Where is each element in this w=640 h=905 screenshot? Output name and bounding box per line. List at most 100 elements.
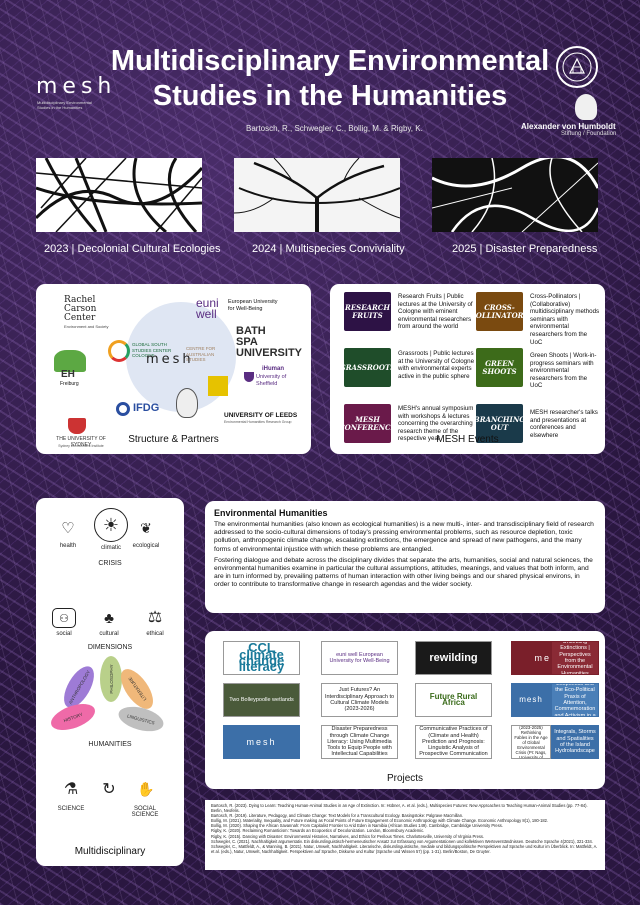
reference-6: Schwegler, C. (2021). Nachhaltigkeit arg… <box>211 838 593 844</box>
ifdg-logo-icon <box>116 402 130 416</box>
event-image-branching-out: BRANCHING OUT <box>474 404 525 443</box>
event-image-research-fruits: RESEARCH FRUITS <box>344 292 391 331</box>
project-disaster-preparedness: Disaster Preparedness through Climate Ch… <box>321 725 398 759</box>
tree-icon <box>54 350 86 372</box>
label-cultural: cultural <box>99 631 119 637</box>
sheffield-top: iHuman <box>262 366 285 372</box>
project-just-futures: Just Futures? An Interdisciplinary Appro… <box>321 683 398 717</box>
leeds-logo-sub: Environmental Humanities Research Group <box>224 420 292 424</box>
project-unsettling-extinctions: Unsettling Extinctions | Perspectives fr… <box>551 641 599 675</box>
structure-partners-panel: Rachel Carson Center Environment and Soc… <box>36 284 311 454</box>
project-wetlands: Two Bolleypoolle wetlands <box>223 683 300 717</box>
triangle-logo-icon <box>208 376 228 396</box>
photo-decolonial <box>36 158 202 232</box>
project-communicative-practices: Communicative Practices of (Climate and … <box>415 725 492 759</box>
year-caption-2024: 2024 | Multispecies Conviviality <box>252 243 405 255</box>
env-title: Environmental Humanities <box>214 508 328 518</box>
dimensions-header: DIMENSIONS <box>87 644 133 651</box>
multidisciplinary-panel: ♡ health ☀ climatic ❦ ecological CRISIS … <box>36 498 184 866</box>
leaf-icon: ❦ <box>140 519 152 536</box>
projects-panel: CCL climate change literacy euni well Eu… <box>205 631 605 789</box>
humboldt-logo-sub: Stiftung / Foundation <box>561 131 617 137</box>
photo-multispecies <box>234 158 400 232</box>
references-box: Bartosch, R. (2023). Dying to Learn: Tea… <box>205 800 605 870</box>
petal-linguistics: LINGUISTICS <box>115 702 167 736</box>
project-mesh-2: mesh <box>511 683 551 717</box>
photo-disaster <box>432 158 598 232</box>
label-science: SCIENCE <box>57 806 85 812</box>
reference-5: Rigby, K. (2015). Dancing with Disaster:… <box>211 833 485 839</box>
label-climatic: climatic <box>100 545 121 551</box>
env-paragraph-2: Fostering dialogue and debate across the… <box>214 556 593 589</box>
mesh-events-title: MESH Events <box>436 434 499 445</box>
event-text-green-shoots: Green Shoots | Work-in-progress seminars… <box>530 352 597 390</box>
project-euniwell: euni well European University for Well-B… <box>321 641 398 675</box>
gssc-logo: GLOBAL SOUTH STUDIES CENTER COLOGNE <box>132 342 172 358</box>
project-ahrc-network: AHRC Network (2023-2025) Rethinking Fabl… <box>511 725 551 759</box>
environmental-humanities-panel: Environmental Humanities The environment… <box>205 501 605 613</box>
project-mesh-3: mesh <box>223 725 300 759</box>
cultural-icon: ♣ <box>104 609 114 627</box>
project-ccl: CCL climate change literacy <box>223 641 300 675</box>
event-text-cross-pollinators: Cross-Pollinators | (Collaborative) mult… <box>530 293 600 346</box>
bathspa-logo: BATH SPA UNIVERSITY <box>236 325 303 359</box>
event-image-cross-pollinators: CROSS-POLLINATORS <box>470 292 529 331</box>
poster-title: Multidisciplinary Environmental Studies … <box>110 45 550 112</box>
mesh-partner-logo: mesh <box>146 352 194 367</box>
env-paragraph-1: The environmental humanities (also known… <box>214 521 594 553</box>
flask-icon: ⚗ <box>63 781 79 798</box>
event-image-grassroots: GRASSROOTS <box>340 348 395 387</box>
reference-4: Rigby, K. (2020). Reclaiming Romanticism… <box>211 828 425 834</box>
humanities-header: HUMANITIES <box>88 741 132 748</box>
australian-studies-logo: CENTRE FOR AUSTRALIAN STUDIES <box>186 346 216 362</box>
eh-logo: EH <box>61 369 75 380</box>
sydney-crest-icon <box>68 418 86 434</box>
climatic-icon: ☀ <box>94 508 128 542</box>
event-text-conference: MESH's annual symposium with workshops &… <box>398 405 474 443</box>
year-caption-2023: 2023 | Decolonial Cultural Ecologies <box>44 243 221 255</box>
cycle-icon: ↻ <box>102 781 116 798</box>
event-text-research-fruits: Research Fruits | Public lectures at the… <box>398 293 473 331</box>
carson-sub: Environment and Society <box>64 324 109 329</box>
event-text-grassroots: Grassroots | Public lectures at the Univ… <box>398 350 475 380</box>
leeds-logo: UNIVERSITY OF LEEDS <box>224 412 298 419</box>
project-future-rural-africa: Future Rural Africa <box>415 683 492 717</box>
carson-logo: Rachel Carson Center <box>64 295 97 323</box>
euniwell-logo: euni well <box>196 296 219 321</box>
sydney-logo-sub: Sydney Environment Institute <box>58 444 104 448</box>
euniwell-sub: European University for Well-Being <box>228 299 278 312</box>
sheffield-logo: University of Sheffield <box>256 374 287 387</box>
humboldt-logo: Alexander von Humboldt <box>521 122 616 131</box>
label-ecological: ecological <box>132 543 160 549</box>
label-ethical: ethical <box>146 631 164 637</box>
handshake-icon: ✋ <box>137 780 155 797</box>
mesh-logo-subtitle: Multidisciplinary Environmental Studies … <box>37 100 92 110</box>
project-rewilding: rewilding <box>415 641 492 675</box>
reference-2: Bollig, M. (2021). Materiality, Inequali… <box>211 818 549 824</box>
scales-icon: ⚖ <box>147 609 163 626</box>
reference-1: Bartosch, R. (2019). Literature, Pedagog… <box>211 813 464 819</box>
projects-title: Projects <box>386 773 424 784</box>
social-icon: ⚇ <box>52 608 76 628</box>
mesh-logo: mesh <box>36 74 117 99</box>
structure-partners-title: Structure & Partners <box>128 434 219 445</box>
year-caption-2025: 2025 | Disaster Preparedness <box>452 243 598 255</box>
shield-icon <box>244 372 254 382</box>
event-image-green-shoots: GREEN SHOOTS <box>476 348 523 387</box>
reference-7: Schwegler, C., Mattfeldt, A., & Wanning,… <box>211 843 598 854</box>
authors: Bartosch, R., Schwegler, C., Bollig, M. … <box>246 124 423 133</box>
gssc-logo-icon <box>108 340 130 362</box>
reference-0: Bartosch, R. (2023). Dying to Learn: Tea… <box>211 803 588 814</box>
university-seal-icon <box>556 46 598 88</box>
project-integrals: Integrals, Storms and Spatialities of th… <box>551 725 599 759</box>
event-image-conference: MESH CONFERENCE <box>339 404 396 443</box>
health-icon: ♡ <box>61 520 75 537</box>
project-late-life: The (Late)Life | Contemporary Ecopoetics… <box>551 683 599 717</box>
petal-philosophy: PHILOSOPHY <box>100 656 122 702</box>
seal-icon <box>176 388 198 418</box>
crisis-header: CRISIS <box>98 560 122 567</box>
ifdg-logo: IFDG <box>133 402 160 414</box>
label-social-science: SOCIAL SCIENCE <box>131 806 159 818</box>
sydney-logo: THE UNIVERSITY OF SYDNEY <box>56 436 106 448</box>
reference-3: Bollig, M. (2020). Shaping the African S… <box>211 823 503 829</box>
